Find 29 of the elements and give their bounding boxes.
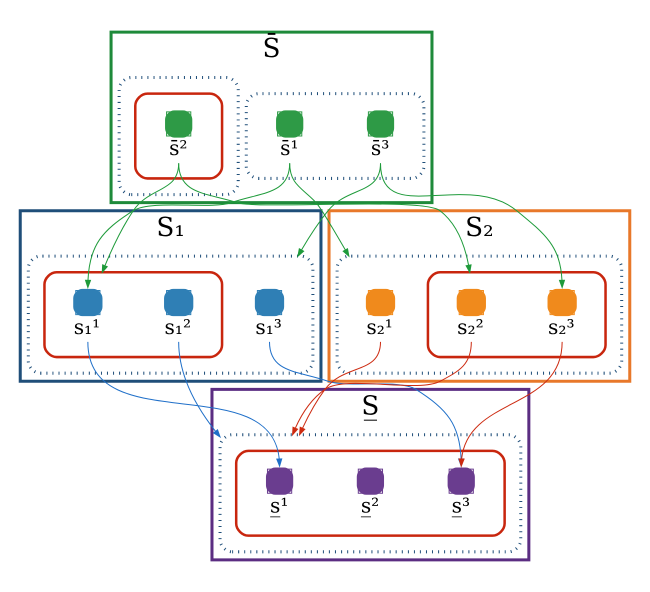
node-label: s̄¹ <box>280 136 299 160</box>
node-label: s₂³ <box>548 314 575 339</box>
node-label: s₂¹ <box>366 314 393 339</box>
node-label: s₁¹ <box>74 314 100 339</box>
arrow <box>289 163 350 258</box>
node-label: s̲² <box>360 493 380 518</box>
node-label: s̲¹ <box>270 493 288 518</box>
cluster <box>244 92 426 180</box>
arrow <box>292 342 472 436</box>
cluster <box>336 254 624 375</box>
arrow <box>102 163 180 274</box>
node-label: s₁³ <box>255 314 282 339</box>
arrow <box>178 342 222 438</box>
node-label: s₂² <box>457 314 484 339</box>
arrow <box>298 342 381 436</box>
cluster <box>426 271 607 358</box>
cluster <box>118 76 240 196</box>
node-label: s̄³ <box>370 136 390 160</box>
node-label: s̄² <box>169 136 188 160</box>
arrow <box>84 163 290 289</box>
node-label: s̲³ <box>452 493 470 518</box>
arrow <box>380 163 566 289</box>
cluster <box>234 450 506 537</box>
cluster <box>218 433 522 554</box>
arrow <box>178 163 472 274</box>
cluster <box>43 271 224 358</box>
cluster <box>134 92 224 180</box>
node-label: s₁² <box>164 314 192 339</box>
cluster <box>26 254 314 375</box>
